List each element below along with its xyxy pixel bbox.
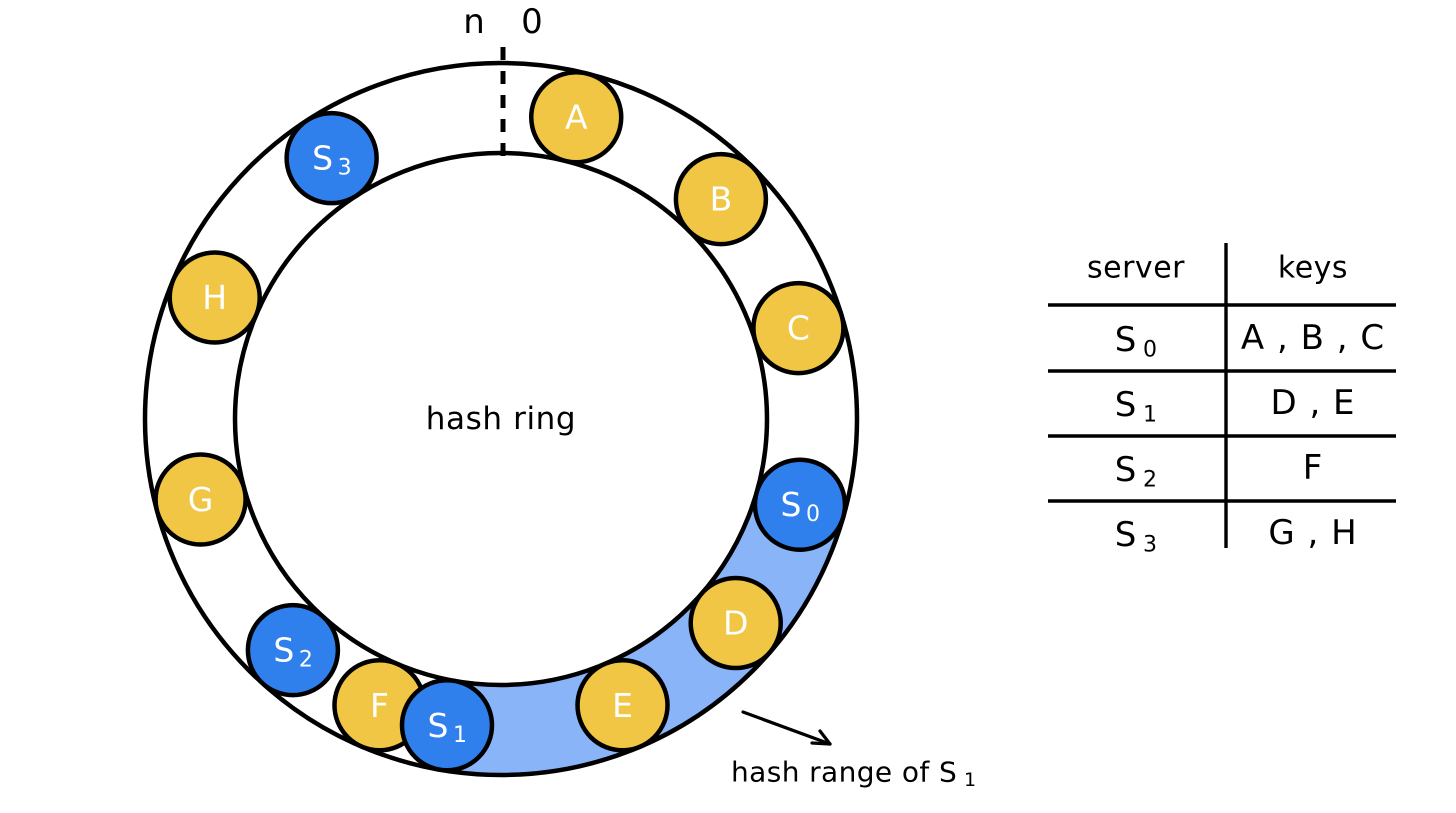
server-node-circle[interactable]	[245, 602, 341, 698]
table-header-server: server	[1087, 251, 1185, 286]
table-cell-server-subscript: 1	[1143, 403, 1157, 428]
ring-node-label: A	[565, 98, 588, 137]
hash-range-caption: hash range of S	[731, 756, 957, 789]
table-cell-keys: G , H	[1268, 513, 1357, 553]
table-cell-server-subscript: 3	[1143, 533, 1157, 558]
ring-node-label: S	[273, 631, 294, 670]
ring-node-label: S	[312, 139, 333, 178]
ring-node-label-subscript: 3	[338, 156, 352, 181]
axis-label-zero: 0	[521, 2, 543, 42]
table-row: S 3 G , H	[1115, 513, 1357, 558]
key-node-circle[interactable]	[528, 69, 624, 165]
hash-range-arrow	[741, 710, 832, 746]
table-cell-server: S	[1115, 515, 1138, 555]
ring-node-d[interactable]: D	[688, 575, 783, 671]
hash-range-highlight	[439, 492, 844, 775]
ring-node-g[interactable]: G	[153, 452, 248, 547]
ring-node-label-subscript: 1	[453, 723, 467, 748]
ring-node-label: F	[370, 686, 389, 725]
ring-node-label-subscript: 0	[806, 502, 820, 527]
key-node-circle[interactable]	[575, 658, 670, 753]
ring-node-a[interactable]: A	[528, 69, 624, 165]
ring-node-label: S	[780, 485, 801, 524]
ring-node-b[interactable]: B	[673, 151, 769, 247]
server-node-circle[interactable]	[284, 110, 379, 206]
axis-label-n: n	[463, 2, 485, 42]
outer-ring-circle	[142, 60, 860, 778]
ring-node-label: G	[188, 480, 214, 519]
key-node-circle[interactable]	[167, 250, 262, 345]
table-row: S 0 A , B , C	[1115, 318, 1385, 363]
table-cell-server-subscript: 0	[1143, 338, 1157, 363]
ring-node-e[interactable]: E	[575, 658, 670, 753]
table-row: S 2 F	[1115, 448, 1324, 493]
key-node-circle[interactable]	[688, 575, 783, 671]
table-header-keys: keys	[1278, 251, 1348, 286]
table-row: S 1 D , E	[1115, 383, 1355, 428]
ring-node-label: B	[710, 180, 733, 219]
ring-node-label-subscript: 2	[299, 648, 313, 673]
table-cell-server: S	[1115, 385, 1138, 425]
ring-node-label: C	[787, 309, 810, 348]
hash-range-caption-subscript: 1	[964, 769, 976, 791]
server-node-circle[interactable]	[752, 457, 848, 552]
table-cell-server: S	[1115, 450, 1138, 490]
table-cell-server-subscript: 2	[1143, 468, 1157, 493]
key-node-circle[interactable]	[751, 280, 846, 376]
table-cell-keys: A , B , C	[1241, 318, 1385, 358]
ring-node-c[interactable]: C	[751, 280, 846, 376]
ring-node-label: E	[612, 686, 633, 725]
hash-ring-center-label: hash ring	[426, 401, 576, 437]
ring-node-label: H	[202, 278, 227, 317]
table-cell-keys: D , E	[1270, 383, 1355, 423]
server-keys-table: server keys S 0 A , B , C S 1 D , E	[1048, 243, 1396, 558]
key-node-circle[interactable]	[153, 452, 248, 547]
ring-node-label: D	[723, 604, 748, 643]
server-node-circle[interactable]	[399, 678, 495, 773]
ring-node-h[interactable]: H	[167, 250, 262, 345]
ring-node-label: S	[428, 706, 449, 745]
table-cell-server: S	[1115, 320, 1138, 360]
key-node-circle[interactable]	[673, 151, 769, 247]
table-cell-keys: F	[1303, 448, 1324, 488]
